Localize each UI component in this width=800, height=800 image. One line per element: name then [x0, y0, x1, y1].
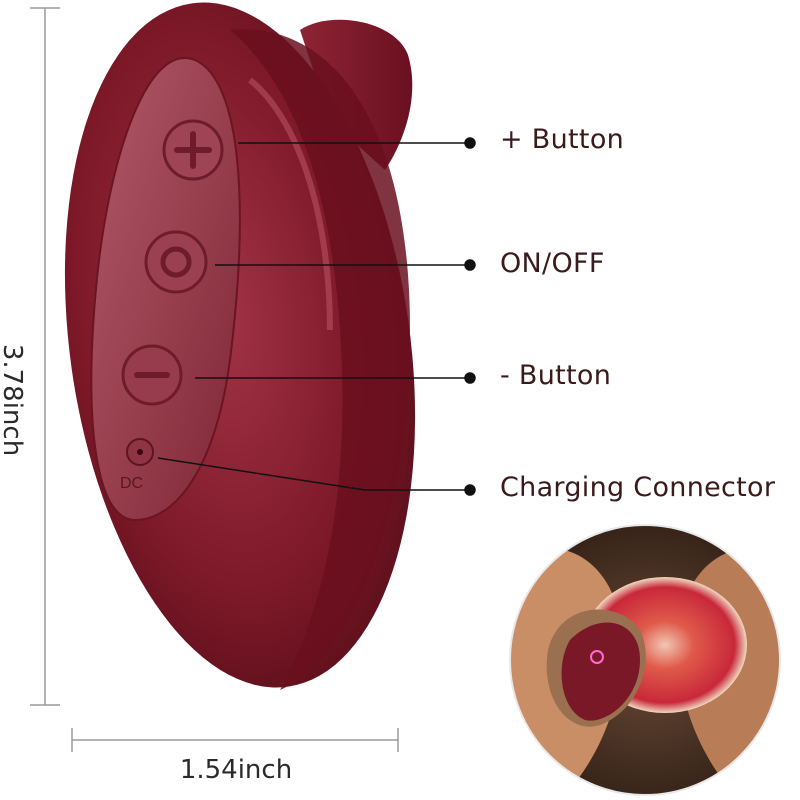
callout-on-off: ON/OFF: [500, 248, 605, 279]
inset-button-icon: [590, 650, 604, 664]
callout-lines: [157, 137, 476, 496]
device-body: [64, 2, 416, 691]
usage-photo: [510, 525, 780, 795]
plus-button[interactable]: [162, 119, 224, 181]
width-dimension: 1.54inch: [179, 755, 293, 785]
dc-label: DC: [120, 475, 143, 492]
callout-minus-button: - Button: [500, 360, 612, 391]
charging-port: DC: [120, 438, 154, 492]
minus-button[interactable]: [121, 344, 183, 406]
width-dimension-line: [71, 728, 399, 752]
height-dimension-line: [30, 7, 60, 706]
height-dimension: 3.78inch: [0, 343, 27, 457]
callout-plus-button: + Button: [500, 124, 625, 155]
power-button[interactable]: [144, 230, 208, 294]
plus-icon: [174, 131, 212, 169]
callout-charging-connector: Charging Connector: [500, 472, 776, 503]
power-ring-icon: [160, 246, 192, 278]
